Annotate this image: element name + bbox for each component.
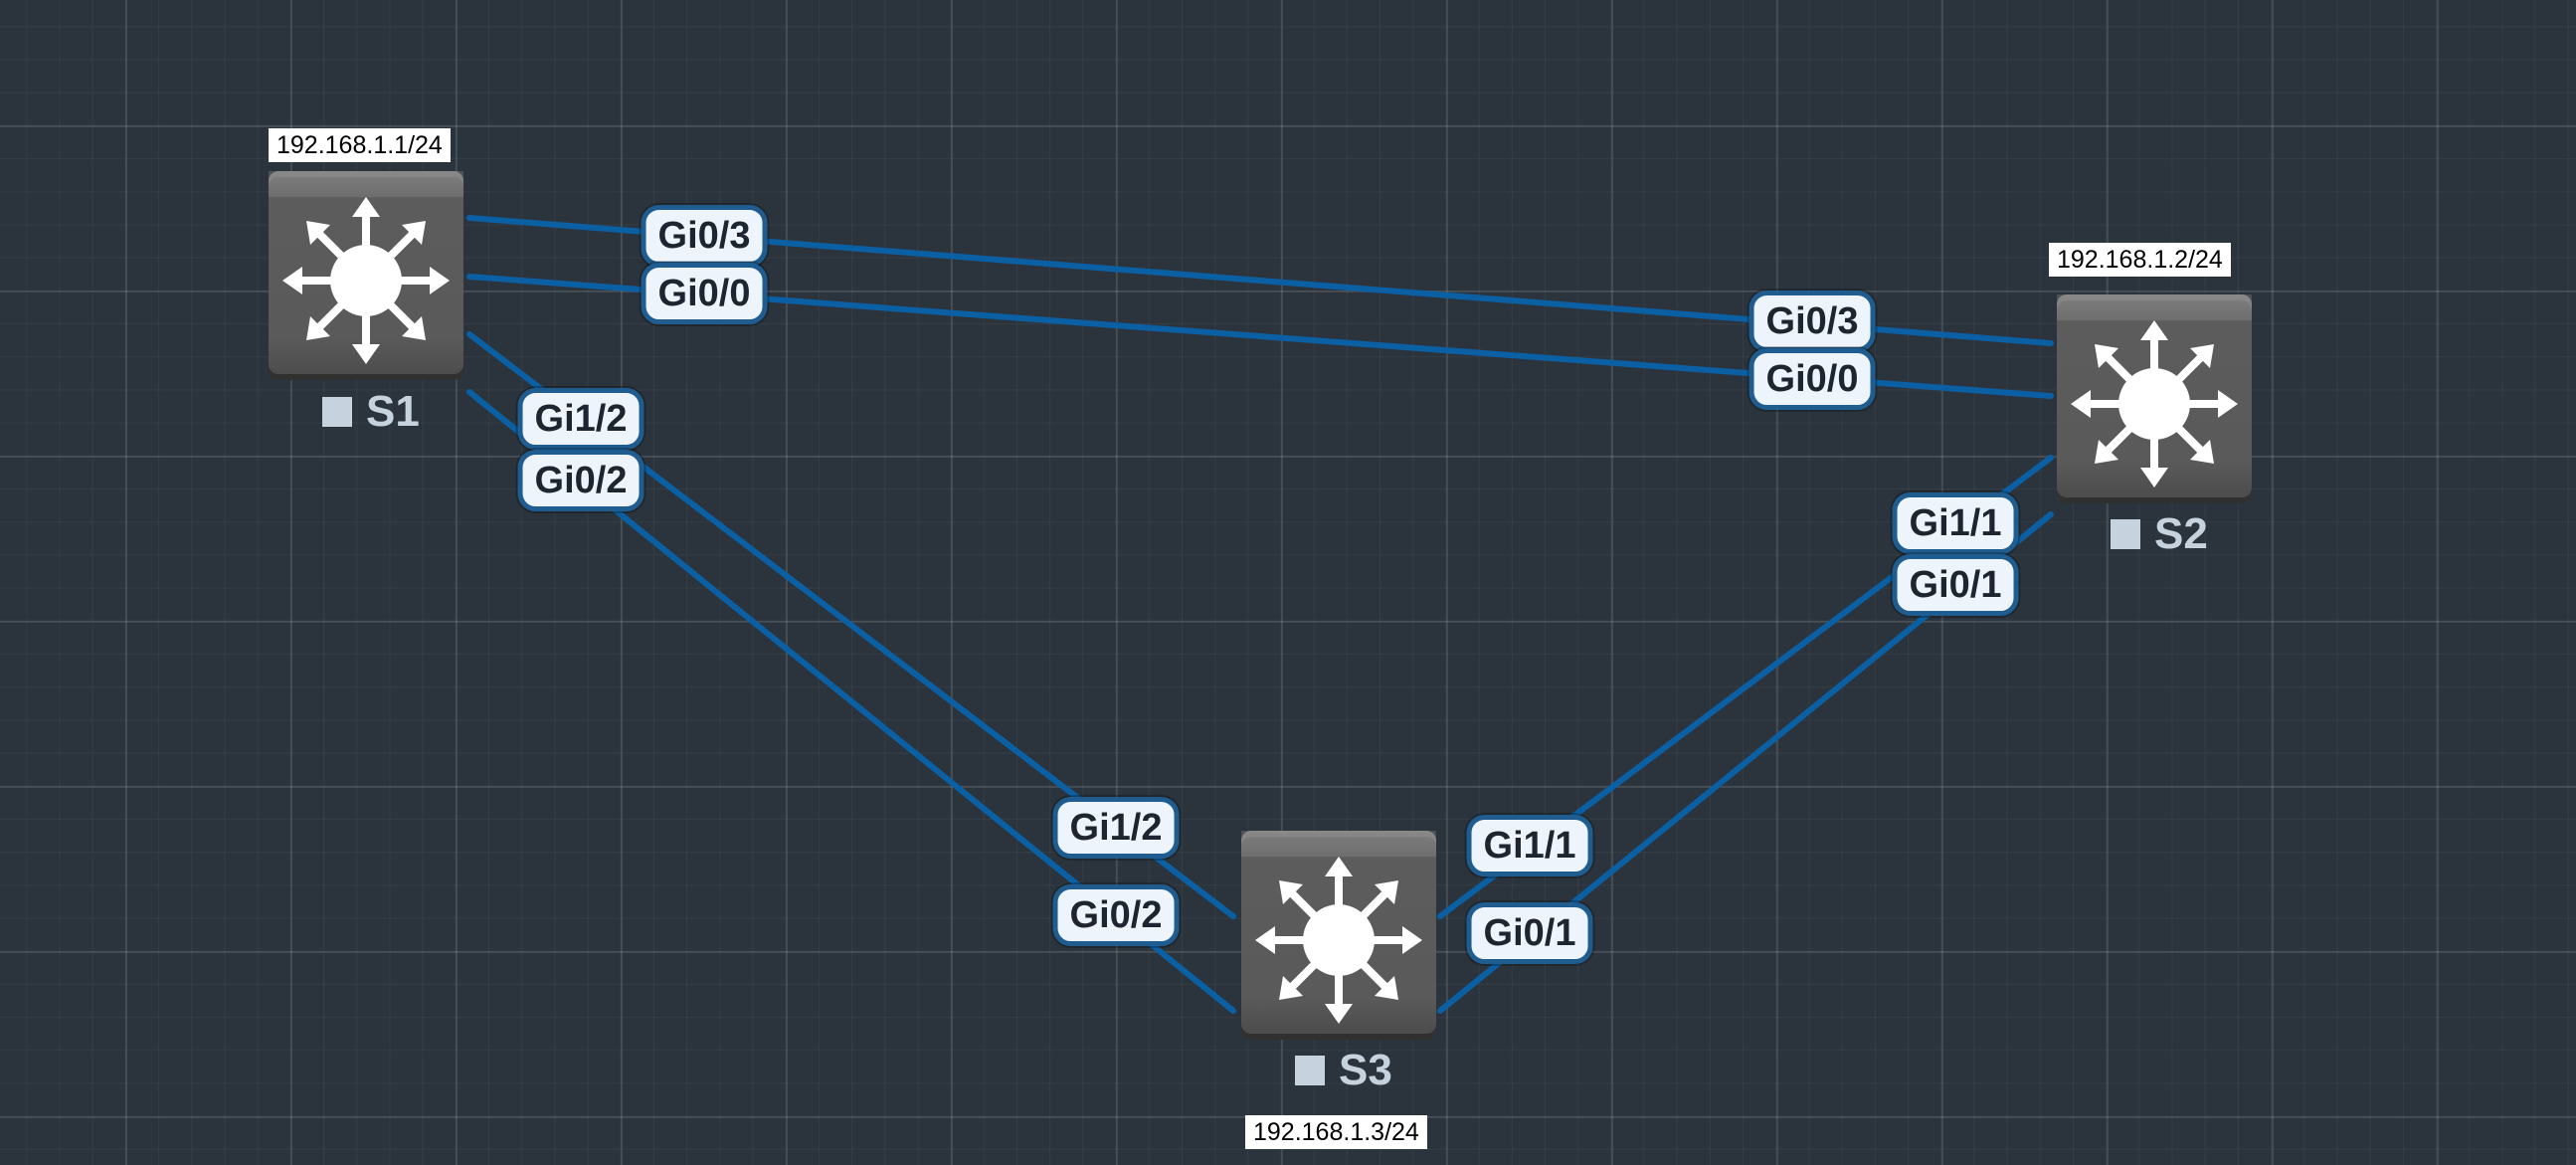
port-label[interactable]: Gi0/2: [1052, 884, 1180, 946]
device-name: S1: [366, 387, 420, 436]
device-name: S3: [1339, 1046, 1392, 1094]
device-name: S2: [2154, 509, 2208, 558]
port-label[interactable]: Gi0/0: [641, 263, 768, 324]
port-label[interactable]: Gi1/1: [1892, 492, 2019, 554]
ip-address-label: 192.168.1.3/24: [1245, 1115, 1427, 1149]
port-label[interactable]: Gi1/2: [517, 388, 644, 450]
port-label[interactable]: Gi1/1: [1466, 815, 1593, 876]
status-square-icon: [1295, 1056, 1325, 1085]
multilayer-switch-icon: [269, 171, 463, 380]
status-square-icon: [322, 397, 352, 427]
device-label[interactable]: S1: [322, 387, 420, 437]
port-label[interactable]: Gi0/1: [1466, 902, 1593, 964]
port-label[interactable]: Gi0/3: [1748, 291, 1876, 352]
port-label[interactable]: Gi1/2: [1052, 797, 1180, 859]
ip-address-label: 192.168.1.1/24: [269, 128, 451, 162]
multilayer-switch-icon: [2057, 294, 2252, 503]
multilayer-switch-icon: [1241, 831, 1436, 1040]
device-label[interactable]: S2: [2111, 509, 2208, 559]
port-label[interactable]: Gi0/3: [641, 205, 768, 267]
ip-address-label: 192.168.1.2/24: [2049, 243, 2231, 277]
device-label[interactable]: S3: [1295, 1046, 1392, 1095]
port-label[interactable]: Gi0/0: [1748, 348, 1876, 410]
status-square-icon: [2111, 519, 2140, 549]
port-label[interactable]: Gi0/1: [1892, 554, 2019, 616]
switch-node-s2[interactable]: [2057, 294, 2252, 503]
switch-node-s1[interactable]: [269, 171, 463, 380]
port-label[interactable]: Gi0/2: [517, 450, 644, 511]
switch-node-s3[interactable]: [1241, 831, 1436, 1040]
